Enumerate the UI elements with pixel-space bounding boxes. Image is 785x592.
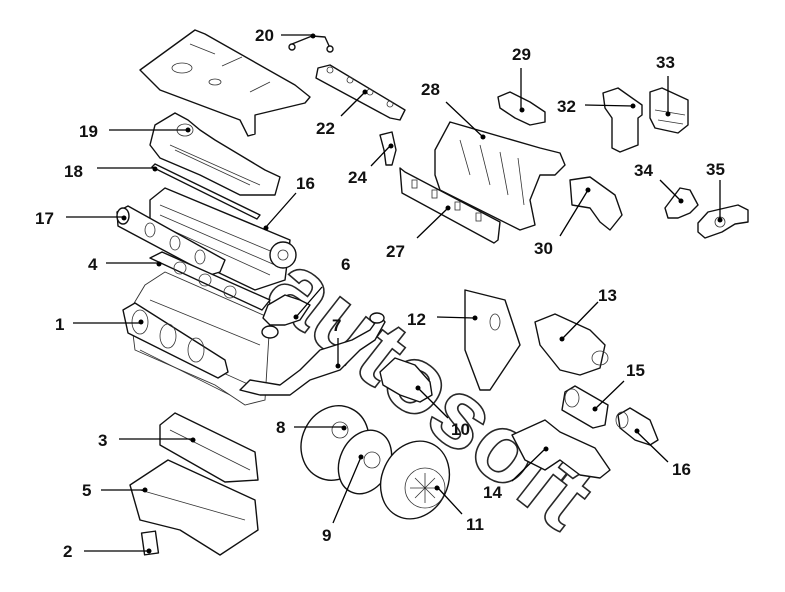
callout-14[interactable]: 14: [483, 446, 549, 503]
part-1-crankshaft[interactable]: [122, 302, 229, 379]
part-10-starter[interactable]: [379, 357, 433, 403]
callout-label-13: 13: [598, 286, 617, 305]
callout-29[interactable]: 29: [512, 45, 531, 113]
callout-19[interactable]: 19: [79, 122, 191, 141]
part-18-gasket[interactable]: [151, 163, 261, 220]
callout-label-9: 9: [322, 526, 331, 545]
part-3-oil-baffle[interactable]: [159, 412, 259, 483]
callout-10[interactable]: 10: [415, 385, 470, 440]
callout-3[interactable]: 3: [98, 431, 196, 450]
callout-label-16: 16: [672, 460, 691, 479]
callout-label-2: 2: [63, 542, 72, 561]
callout-label-17: 17: [35, 209, 54, 228]
callout-1[interactable]: 1: [55, 315, 144, 334]
part-2-bracket[interactable]: [140, 530, 160, 556]
part-16-sleeve[interactable]: [615, 407, 659, 446]
callout-15[interactable]: 15: [592, 361, 645, 412]
callout-18[interactable]: 18: [64, 162, 158, 181]
callout-label-22: 20: [255, 26, 274, 45]
callout-label-14: 14: [483, 483, 502, 502]
callout-label-34: 34: [634, 161, 653, 180]
callout-label-30: 30: [534, 239, 553, 258]
callout-12[interactable]: 12: [407, 310, 478, 329]
callout-27[interactable]: 27: [386, 205, 451, 262]
callout-label-4: 4: [88, 255, 98, 274]
callout-22[interactable]: 20: [255, 26, 316, 45]
callout-label-25: 24: [348, 168, 367, 187]
callout-label-10: 10: [451, 420, 470, 439]
part-33-filter-housing[interactable]: [649, 87, 689, 134]
callout-label-24: 22: [316, 119, 335, 138]
callout-35[interactable]: 35: [706, 160, 725, 223]
callout-24[interactable]: 22: [316, 89, 368, 139]
part-7-exhaust[interactable]: [239, 312, 386, 396]
callout-30[interactable]: 30: [534, 187, 591, 259]
callout-28[interactable]: 28: [421, 80, 486, 140]
callout-label-15: 15: [626, 361, 645, 380]
callout-4[interactable]: 4: [88, 255, 162, 274]
part-4-head-gasket[interactable]: [149, 251, 271, 311]
part-30-elbow[interactable]: [569, 176, 623, 231]
part-35-engine-mount[interactable]: [697, 204, 749, 239]
part-24-fuel-rail[interactable]: [315, 64, 406, 121]
callout-label-12: 12: [407, 310, 426, 329]
callout-7[interactable]: 7: [332, 316, 341, 369]
callout-6[interactable]: 6: [293, 255, 351, 320]
callout-label-6: 6: [341, 255, 350, 274]
callout-20[interactable]: 16: [263, 174, 315, 231]
callout-label-1: 1: [55, 315, 64, 334]
callout-9[interactable]: 9: [322, 454, 364, 546]
callout-32[interactable]: 32: [557, 97, 636, 116]
callout-8[interactable]: 8: [276, 418, 347, 437]
callout-label-18: 18: [64, 162, 83, 181]
callout-2[interactable]: 2: [63, 542, 152, 561]
callout-label-28: 28: [421, 80, 440, 99]
part-27-manifold-gasket[interactable]: [399, 167, 501, 244]
part-12-bracket[interactable]: [464, 289, 521, 391]
callout-label-3: 3: [98, 431, 107, 450]
part-14-housing[interactable]: [511, 419, 611, 479]
callout-label-20: 16: [296, 174, 315, 193]
part-19-head-cover[interactable]: [149, 112, 281, 196]
part-28-intake-manifold[interactable]: [434, 121, 566, 231]
part-13-alternator[interactable]: [534, 313, 609, 376]
callout-label-35: 35: [706, 160, 725, 179]
part-32-fuel-filter[interactable]: [602, 87, 643, 153]
part-5-oil-pan[interactable]: [129, 459, 259, 556]
callout-label-33: 33: [656, 53, 675, 72]
callout-label-11: 11: [466, 515, 484, 534]
part-22-pipe[interactable]: [288, 35, 334, 53]
callout-25[interactable]: 24: [348, 143, 394, 188]
callout-34[interactable]: 34: [634, 161, 684, 204]
callout-label-8: 8: [276, 418, 285, 437]
callout-16[interactable]: 16: [634, 428, 691, 480]
callout-label-19: 19: [79, 122, 98, 141]
callout-label-5: 5: [82, 481, 91, 500]
callout-label-27: 27: [386, 242, 405, 261]
callout-13[interactable]: 13: [559, 286, 617, 342]
callout-33[interactable]: 33: [656, 53, 675, 117]
callout-label-7: 7: [332, 316, 341, 335]
part-11-pressure-plate[interactable]: [368, 430, 462, 530]
part-20-pulley[interactable]: [269, 241, 297, 269]
part-15-filter[interactable]: [561, 385, 609, 429]
part-engine-cover[interactable]: [139, 29, 311, 137]
callout-5[interactable]: 5: [82, 481, 148, 500]
callout-label-29: 29: [512, 45, 531, 64]
callout-17[interactable]: 17: [35, 209, 127, 228]
callout-label-32: 32: [557, 97, 576, 116]
callout-11[interactable]: 11: [434, 485, 484, 535]
